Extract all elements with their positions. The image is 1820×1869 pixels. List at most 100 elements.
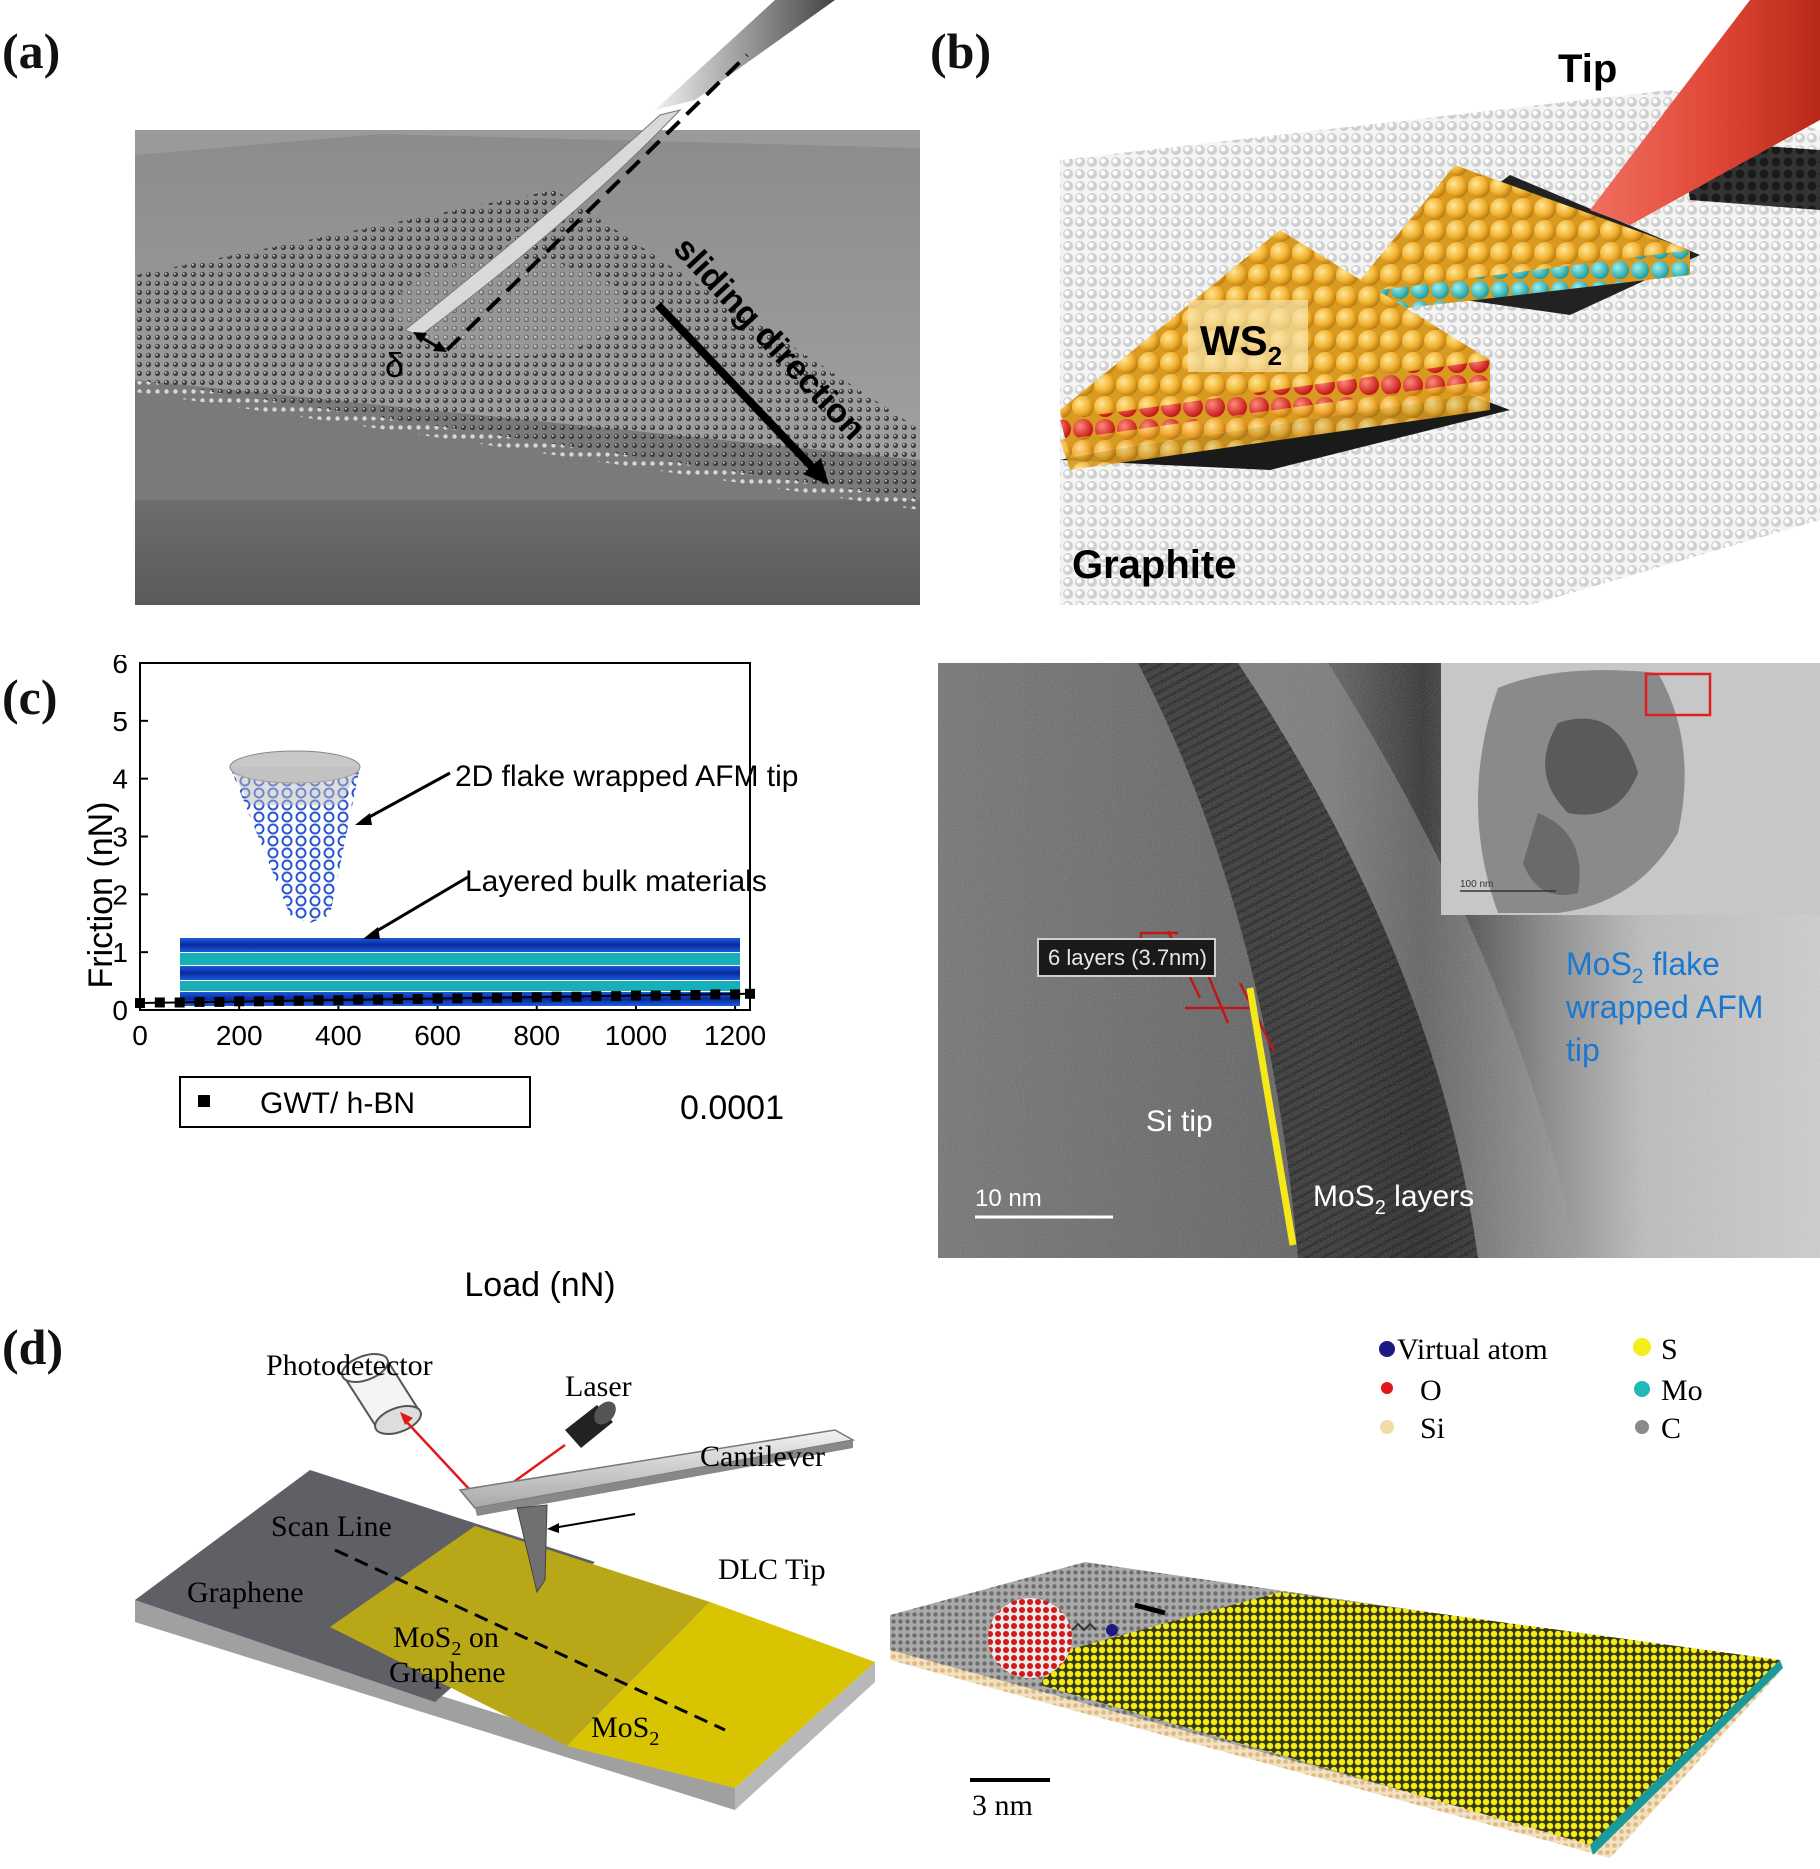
data-point bbox=[392, 994, 403, 1005]
legend-label-c: C bbox=[1661, 1412, 1681, 1445]
data-point bbox=[194, 996, 205, 1007]
data-point bbox=[234, 996, 245, 1007]
legend-label: GWT/ h-BN bbox=[260, 1087, 415, 1120]
data-point bbox=[551, 991, 562, 1002]
data-point bbox=[373, 994, 384, 1005]
cantilever-icon bbox=[458, 1429, 856, 1516]
data-point bbox=[432, 993, 443, 1004]
laser-icon bbox=[565, 1401, 616, 1448]
data-point bbox=[730, 989, 741, 1000]
legend-marker-c bbox=[1635, 1420, 1649, 1434]
y-axis-label: Friction (nN) bbox=[82, 801, 120, 988]
mos2-layers-label: MoS2 layers bbox=[1313, 1180, 1474, 1219]
layers-count-label: 6 layers (3.7nm) bbox=[1048, 945, 1207, 970]
legend-label-s: S bbox=[1661, 1333, 1678, 1366]
y-tick-label: 3 bbox=[112, 822, 128, 853]
inset-bulk-label: Layered bulk materials bbox=[465, 865, 767, 898]
tem-scale-label: 10 nm bbox=[975, 1185, 1042, 1212]
si-tip-label: Si tip bbox=[1146, 1105, 1213, 1138]
svg-text:tip: tip bbox=[1566, 1032, 1600, 1068]
legend-label-si: Si bbox=[1420, 1412, 1445, 1445]
legend-marker-mo bbox=[1634, 1381, 1650, 1397]
legend-marker-si bbox=[1380, 1420, 1394, 1434]
chart-series-points bbox=[135, 988, 755, 1009]
inset-scale-label: 100 nm bbox=[1460, 879, 1493, 890]
data-point bbox=[531, 992, 542, 1003]
tip-label: Tip bbox=[1558, 47, 1617, 91]
data-point bbox=[472, 992, 483, 1003]
data-point bbox=[333, 995, 344, 1006]
mos2-region-label: MoS2 bbox=[591, 1711, 659, 1750]
tem-inset: 100 nm bbox=[1441, 663, 1820, 915]
dlc-tip-label: DLC Tip bbox=[718, 1553, 826, 1586]
x-axis-label: Load (nN) bbox=[464, 1266, 615, 1304]
data-point bbox=[254, 996, 265, 1007]
y-tick-label: 5 bbox=[112, 706, 128, 737]
tip-cluster bbox=[988, 1598, 1072, 1678]
data-point bbox=[492, 992, 503, 1003]
panel-b-figure: Tip WS2 Graphite bbox=[1060, 0, 1820, 605]
legend-marker-o bbox=[1381, 1382, 1393, 1394]
legend-marker-s bbox=[1633, 1338, 1651, 1356]
x-tick-label: 200 bbox=[216, 1020, 263, 1051]
dlc-tip-icon bbox=[516, 1504, 548, 1594]
x-tick-label: 800 bbox=[513, 1020, 560, 1051]
data-point bbox=[571, 991, 582, 1002]
data-point bbox=[273, 995, 284, 1006]
slope-annotation: 0.0001 bbox=[680, 1089, 784, 1127]
si-tip-boundary-line bbox=[1246, 987, 1297, 1246]
y-tick-label: 4 bbox=[112, 764, 128, 795]
data-point bbox=[353, 994, 364, 1005]
data-point bbox=[670, 989, 681, 1000]
svg-text:wrapped AFM: wrapped AFM bbox=[1565, 989, 1763, 1025]
mos2-on-graphene-line2: Graphene bbox=[389, 1656, 506, 1689]
x-tick-label: 400 bbox=[315, 1020, 362, 1051]
laser-label: Laser bbox=[565, 1370, 632, 1403]
legend-marker-virtual-atom bbox=[1379, 1341, 1395, 1357]
data-point bbox=[452, 993, 463, 1004]
sim-scale-label: 3 nm bbox=[972, 1789, 1033, 1822]
inset-illustration: 2D flake wrapped AFM tip Layered bulk ma… bbox=[180, 750, 799, 1006]
mos2-on-graphene-label: MoS2 on bbox=[393, 1621, 499, 1660]
x-tick-label: 1000 bbox=[605, 1020, 667, 1051]
mos2-flake-label: MoS2 flake wrapped AFM tip bbox=[1565, 946, 1763, 1068]
data-point bbox=[710, 989, 721, 1000]
chart-legend: GWT/ h-BN bbox=[179, 1076, 531, 1128]
data-point bbox=[630, 990, 641, 1001]
svg-text:MoS2 flake: MoS2 flake bbox=[1566, 946, 1720, 988]
data-point bbox=[293, 995, 304, 1006]
data-point bbox=[591, 991, 602, 1002]
scan-line bbox=[334, 1548, 726, 1732]
data-point bbox=[214, 996, 225, 1007]
panel-label-b: (b) bbox=[930, 23, 992, 79]
y-tick-label: 0 bbox=[112, 995, 128, 1026]
scan-line-label: Scan Line bbox=[271, 1510, 392, 1543]
data-point bbox=[511, 992, 522, 1003]
data-point bbox=[611, 991, 622, 1002]
x-tick-label: 600 bbox=[414, 1020, 461, 1051]
ws2-label: WS2 bbox=[1200, 317, 1282, 371]
data-point bbox=[412, 994, 423, 1005]
afm-schematic: Photodetector Laser Cantilever Scan Line… bbox=[135, 1349, 875, 1810]
y-tick-label: 1 bbox=[112, 937, 128, 968]
sim-legend: Virtual atom S O Mo Si C bbox=[1379, 1333, 1703, 1445]
legend-marker bbox=[198, 1095, 210, 1107]
data-point bbox=[135, 998, 145, 1009]
legend-label-o: O bbox=[1420, 1374, 1442, 1407]
x-tick-label: 1200 bbox=[704, 1020, 766, 1051]
cantilever-label: Cantilever bbox=[700, 1440, 825, 1473]
data-point bbox=[745, 988, 755, 999]
photodetector-label: Photodetector bbox=[266, 1349, 433, 1382]
legend-label-mo: Mo bbox=[1661, 1374, 1703, 1407]
x-tick-label: 0 bbox=[132, 1020, 148, 1051]
panel-label-d: (d) bbox=[2, 1319, 64, 1375]
panel-a-figure: δ sliding direction bbox=[135, 0, 920, 605]
photodetector-icon bbox=[341, 1353, 422, 1435]
data-point bbox=[313, 995, 324, 1006]
graphite-label: Graphite bbox=[1072, 543, 1236, 587]
panel-label-c: (c) bbox=[2, 669, 58, 725]
delta-symbol: δ bbox=[385, 347, 404, 385]
y-tick-label: 6 bbox=[112, 655, 128, 679]
